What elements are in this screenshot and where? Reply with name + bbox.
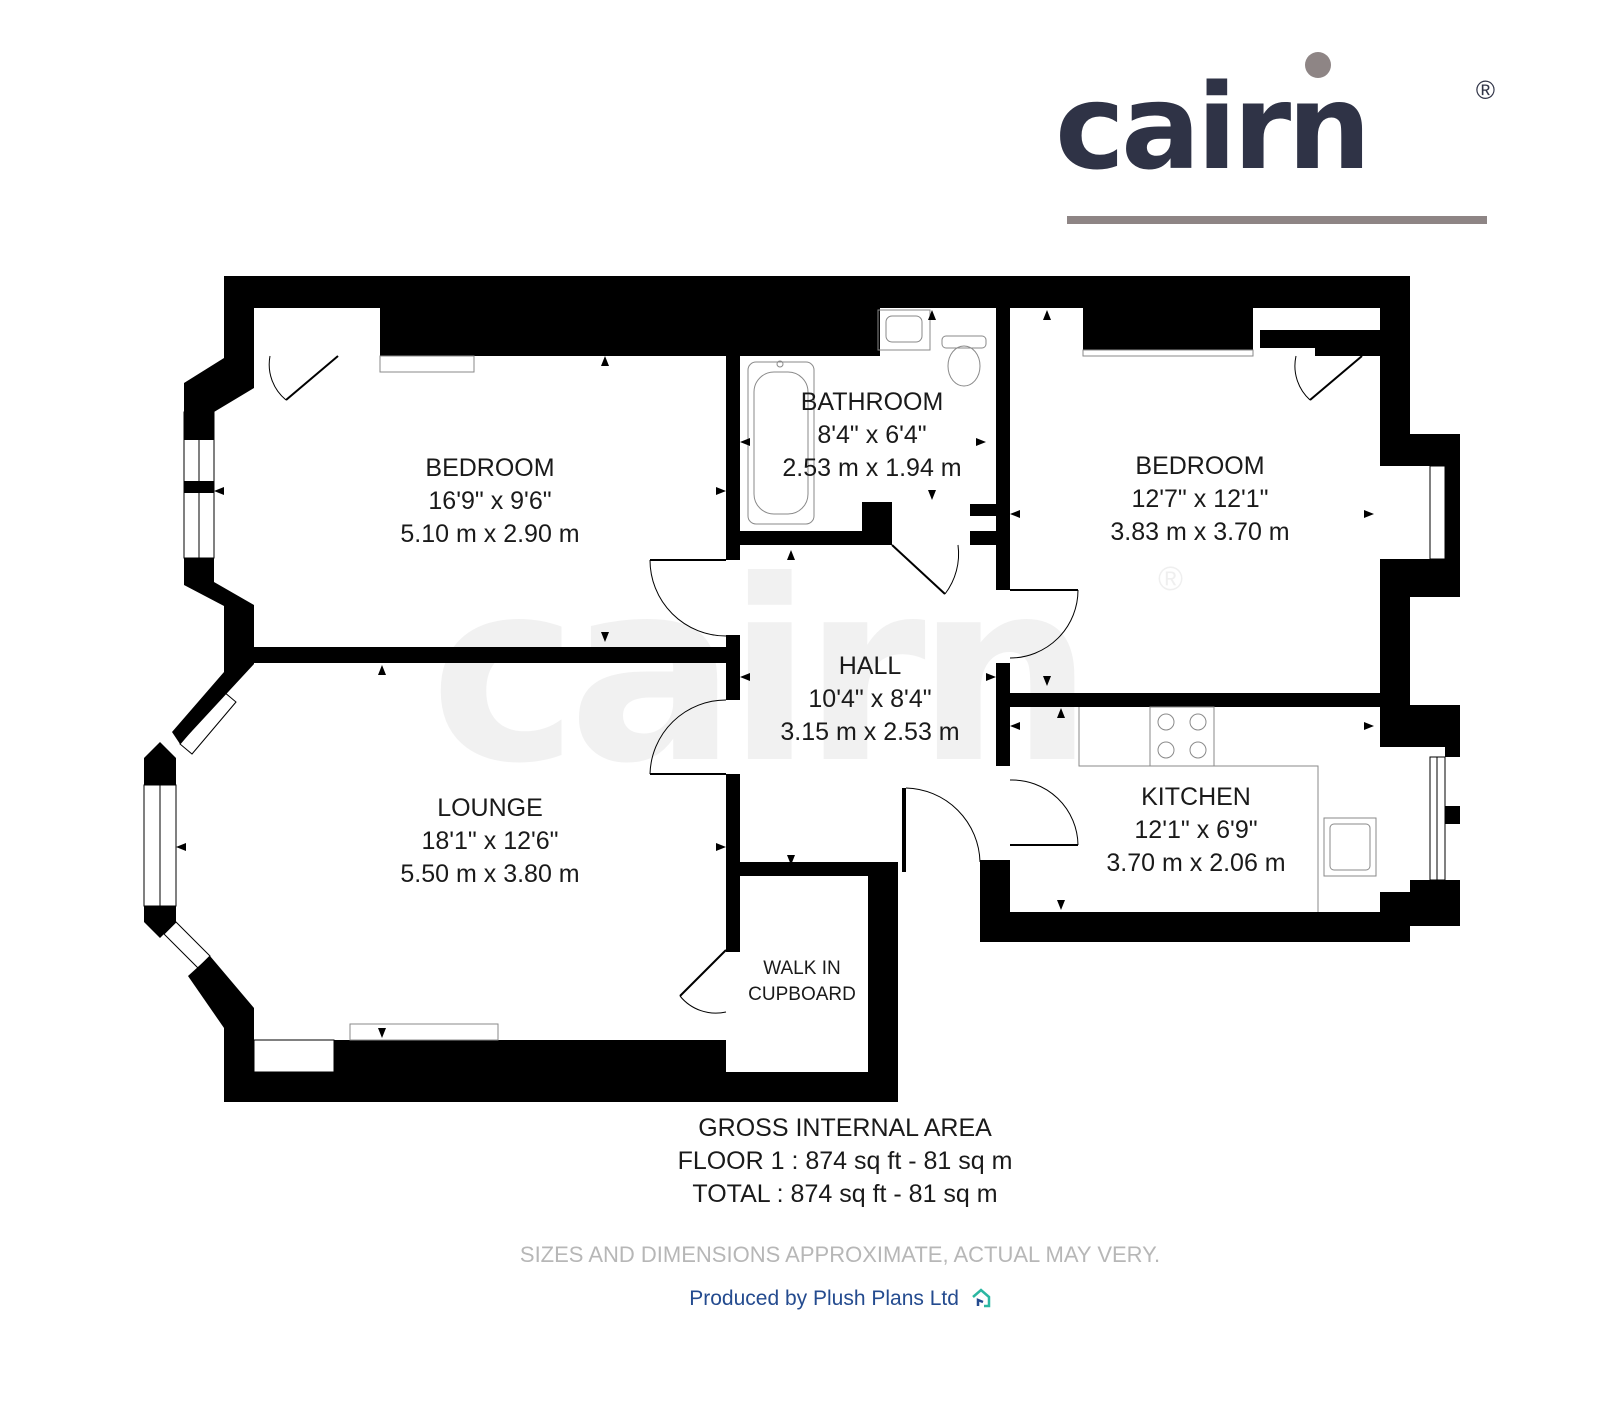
doors	[268, 355, 1363, 1014]
producer-credit: Produced by Plush Plans Ltd	[560, 1287, 1120, 1311]
cairn-logo: cairn ®	[1055, 40, 1495, 230]
watermark-registered-mark: ®	[1158, 560, 1184, 598]
room-metric-size: 5.50 m x 3.80 m	[400, 860, 580, 888]
logo-underline	[1067, 216, 1487, 224]
disclaimer-text: SIZES AND DIMENSIONS APPROXIMATE, ACTUAL…	[519, 1242, 1161, 1267]
room-label-lounge: LOUNGE 18'1" x 12'6" 5.50 m x 3.80 m	[360, 792, 620, 891]
room-name: HALL	[838, 652, 902, 680]
room-imperial-size: 8'4" x 6'4"	[817, 421, 927, 449]
area-floor-1: FLOOR 1 : 874 sq ft - 81 sq m	[677, 1147, 1013, 1175]
room-imperial-size: 16'9" x 9'6"	[428, 487, 552, 515]
room-metric-size: 3.83 m x 3.70 m	[1110, 518, 1290, 546]
room-imperial-size: 18'1" x 12'6"	[421, 827, 559, 855]
room-label-bedroom-1: BEDROOM 16'9" x 9'6" 5.10 m x 2.90 m	[360, 452, 620, 551]
windows	[143, 411, 1446, 1073]
room-name: KITCHEN	[1141, 783, 1251, 811]
room-metric-size: 3.70 m x 2.06 m	[1106, 849, 1286, 877]
logo-dot	[1305, 52, 1331, 78]
room-name: LOUNGE	[437, 794, 543, 822]
room-metric-size: 5.10 m x 2.90 m	[400, 520, 580, 548]
room-name-line-2: CUPBOARD	[748, 984, 856, 1005]
area-total: TOTAL : 874 sq ft - 81 sq m	[692, 1180, 998, 1208]
house-icon	[971, 1288, 990, 1308]
room-label-walk-in-cupboard: WALK IN CUPBOARD	[736, 956, 868, 1008]
room-label-bathroom: BATHROOM 8'4" x 6'4" 2.53 m x 1.94 m	[752, 386, 992, 485]
room-label-hall: HALL 10'4" x 8'4" 3.15 m x 2.53 m	[750, 650, 990, 749]
room-label-bedroom-2: BEDROOM 12'7" x 12'1" 3.83 m x 3.70 m	[1070, 450, 1330, 549]
room-label-kitchen: KITCHEN 12'1" x 6'9" 3.70 m x 2.06 m	[1076, 781, 1316, 880]
producer-credit-text: Produced by Plush Plans Ltd	[689, 1287, 959, 1310]
dimension-markers	[176, 310, 1374, 1038]
room-metric-size: 2.53 m x 1.94 m	[782, 454, 962, 482]
room-imperial-size: 12'7" x 12'1"	[1131, 485, 1269, 513]
room-name: BEDROOM	[1135, 452, 1265, 480]
room-name: BEDROOM	[425, 454, 555, 482]
internal-walls	[726, 308, 1380, 952]
room-imperial-size: 12'1" x 6'9"	[1134, 816, 1258, 844]
area-title: GROSS INTERNAL AREA	[698, 1114, 992, 1142]
room-imperial-size: 10'4" x 8'4"	[808, 685, 932, 713]
room-name-line-1: WALK IN	[763, 958, 841, 979]
outer-walls	[144, 276, 1460, 1102]
room-name: BATHROOM	[800, 388, 944, 416]
logo-registered-mark: ®	[1475, 75, 1495, 105]
room-metric-size: 3.15 m x 2.53 m	[780, 718, 960, 746]
gross-internal-area: GROSS INTERNAL AREA FLOOR 1 : 874 sq ft …	[560, 1112, 1130, 1211]
logo-wordmark: cairn	[1055, 58, 1371, 196]
